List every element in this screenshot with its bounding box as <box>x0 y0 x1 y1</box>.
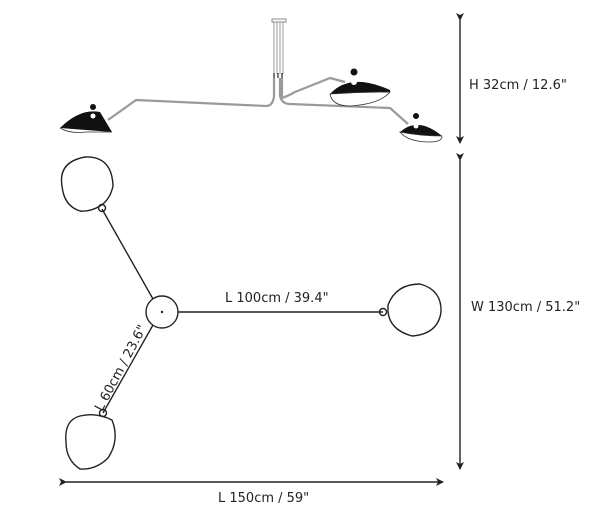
short-arm-label: L 60cm / 23.6" <box>92 323 150 414</box>
ceiling-canopy <box>271 18 287 78</box>
arm-short <box>102 324 154 414</box>
side-view: H 32cm / 12.6" <box>59 13 567 144</box>
width-label: W 130cm / 51.2" <box>471 300 580 315</box>
shade-outline-right <box>387 283 442 337</box>
shade-outline-lower <box>65 413 116 470</box>
side-arms <box>107 76 409 125</box>
shade-middle <box>329 68 391 107</box>
shade-left <box>59 104 112 133</box>
arm-upper <box>101 208 154 300</box>
long-arm-label: L 100cm / 39.4" <box>225 291 329 306</box>
total-length-label: L 150cm / 59" <box>218 491 309 506</box>
shade-outline-upper <box>60 156 114 212</box>
shade-right <box>399 113 443 143</box>
height-label: H 32cm / 12.6" <box>469 78 567 93</box>
top-view <box>60 156 442 470</box>
